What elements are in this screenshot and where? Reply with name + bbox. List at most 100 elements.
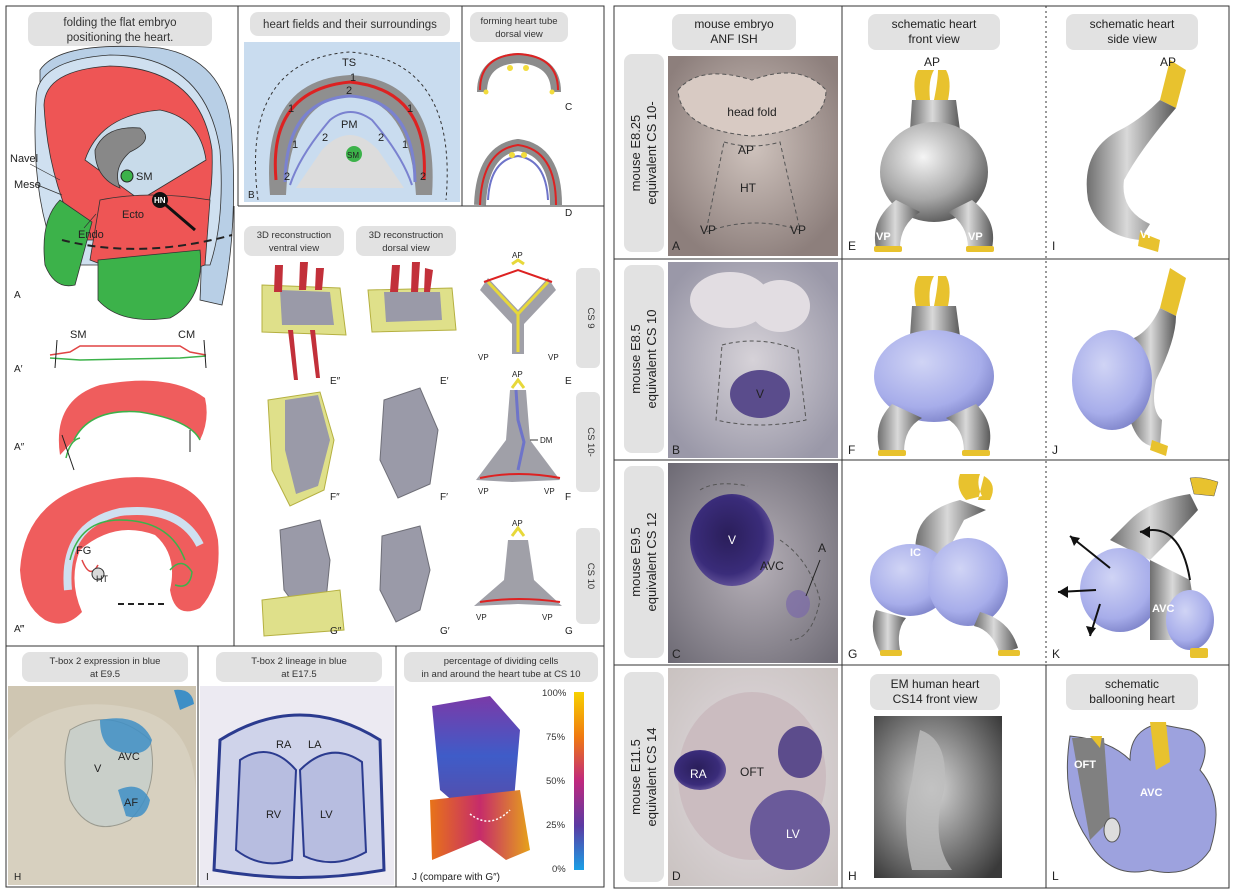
embryo-photo-A: head fold AP HT VP VP A [668, 56, 838, 256]
row-label-3: mouse E9.5 equivalent CS 12 [624, 466, 664, 658]
svg-text:1: 1 [288, 103, 294, 115]
svg-text:100%: 100% [542, 688, 567, 699]
cross-section-Atriple: FG HT A‴ [14, 477, 219, 635]
svg-text:at E9.5: at E9.5 [90, 669, 120, 680]
svg-text:TS: TS [342, 57, 356, 69]
svg-text:mouse E9.5: mouse E9.5 [628, 527, 643, 596]
schematic-heart-side-K: AVC K [1052, 478, 1218, 662]
svg-text:A″: A″ [14, 442, 25, 453]
svg-text:side view: side view [1107, 32, 1157, 46]
svg-text:C: C [672, 647, 681, 661]
caption-recon-ventral: 3D reconstruction ventral view [244, 226, 344, 256]
svg-text:AVC: AVC [1140, 787, 1162, 799]
row-label-4: mouse E11.5 equivalent CS 14 [624, 672, 664, 882]
svg-text:equivalent CS 10-: equivalent CS 10- [644, 101, 659, 204]
svg-text:VP: VP [1140, 229, 1155, 241]
svg-text:OFT: OFT [740, 765, 765, 779]
svg-text:AP: AP [512, 519, 523, 528]
svg-text:LV: LV [320, 809, 333, 821]
svg-text:CS 10-: CS 10- [585, 427, 596, 457]
schematic-heart-side-J: J [1052, 268, 1186, 457]
heart-tube-dorsal-D: D [480, 145, 572, 219]
header-embryo: mouse embryo ANF ISH [672, 14, 796, 50]
svg-text:Meso: Meso [14, 179, 41, 191]
svg-text:VP: VP [876, 231, 891, 243]
svg-text:CS 10: CS 10 [585, 563, 596, 589]
dividing-cells-heatmap: 100% 75% 50% 25% 0% J (compare with G″) [412, 688, 584, 883]
svg-text:E: E [565, 376, 572, 387]
svg-text:HN: HN [154, 196, 166, 205]
svg-text:C: C [565, 102, 572, 113]
svg-text:E″: E″ [330, 376, 341, 387]
recon-F-ventral: F″ [268, 392, 340, 506]
ballooning-heart-schematic: OFT AVC L [1052, 722, 1216, 883]
svg-text:schematic: schematic [1105, 677, 1159, 691]
svg-text:2: 2 [284, 171, 290, 183]
svg-text:H: H [848, 869, 857, 883]
svg-text:CM: CM [178, 329, 195, 341]
svg-text:LV: LV [786, 827, 800, 841]
svg-text:AVC: AVC [1152, 603, 1174, 615]
svg-text:J: J [1052, 443, 1058, 457]
tbox2-expression-photo: V AVC AF H [8, 686, 196, 885]
svg-text:AP: AP [512, 370, 523, 379]
svg-text:VP: VP [968, 231, 983, 243]
stage-tab-cs10minus: CS 10- [576, 392, 600, 492]
svg-text:VP: VP [478, 353, 489, 362]
svg-text:AP: AP [924, 55, 940, 69]
caption-recon-dorsal: 3D reconstruction dorsal view [356, 226, 456, 256]
svg-text:B: B [672, 443, 680, 457]
embryo-photo-D: RA OFT LV D [668, 668, 838, 886]
svg-text:25%: 25% [546, 820, 566, 831]
caption-balloon: schematic ballooning heart [1066, 674, 1198, 710]
row-label-2: mouse E8.5 equivalent CS 10 [624, 265, 664, 453]
caption-em: EM human heart CS14 front view [870, 674, 1000, 710]
svg-text:A: A [14, 290, 21, 301]
svg-text:AP: AP [1160, 55, 1176, 69]
svg-text:3D reconstruction: 3D reconstruction [369, 230, 443, 241]
embryo-folding-drawing: Navel Meso Ecto Endo SM HN A [10, 46, 234, 319]
stage-tab-cs9: CS 9 [576, 268, 600, 368]
svg-text:A: A [818, 541, 826, 555]
svg-text:I: I [1052, 239, 1055, 253]
svg-text:folding the flat embryo: folding the flat embryo [63, 17, 176, 29]
cross-section-Adouble: A″ [14, 381, 207, 470]
schema-F: DM AP VP VP F [476, 370, 571, 503]
svg-text:G″: G″ [330, 626, 342, 637]
svg-text:HT: HT [96, 574, 108, 584]
svg-text:mouse E8.25: mouse E8.25 [628, 115, 643, 192]
svg-text:1: 1 [292, 139, 298, 151]
schema-E: AP VP VP E [478, 251, 572, 387]
svg-text:VP: VP [544, 487, 555, 496]
svg-text:dorsal view: dorsal view [382, 243, 430, 254]
cross-section-Aprime: SM CM A′ [14, 329, 206, 375]
em-human-heart-photo: H [848, 716, 1002, 883]
svg-text:G: G [565, 626, 573, 637]
svg-text:AVC: AVC [760, 559, 784, 573]
svg-text:0%: 0% [552, 864, 566, 875]
svg-text:LA: LA [308, 739, 322, 751]
svg-text:SM: SM [347, 151, 359, 160]
svg-text:F: F [848, 443, 855, 457]
svg-text:mouse E8.5: mouse E8.5 [628, 324, 643, 393]
svg-text:IC: IC [910, 547, 921, 559]
svg-text:schematic heart: schematic heart [1090, 17, 1175, 31]
embryo-photo-B: V B [668, 262, 838, 458]
svg-text:Navel: Navel [10, 153, 38, 165]
svg-text:I: I [206, 872, 209, 883]
svg-text:AF: AF [124, 797, 138, 809]
svg-text:2: 2 [420, 171, 426, 183]
svg-text:D: D [672, 869, 681, 883]
caption-J: percentage of dividing cells in and arou… [404, 652, 598, 682]
row-label-1: mouse E8.25 equivalent CS 10- [624, 54, 664, 252]
svg-text:B: B [248, 190, 255, 201]
svg-text:DM: DM [540, 436, 553, 445]
tbox2-lineage-photo: RA LA RV LV I [200, 686, 394, 885]
caption-H: T-box 2 expression in blue at E9.5 [22, 652, 188, 682]
svg-text:1: 1 [402, 139, 408, 151]
svg-text:in and around the heart tube a: in and around the heart tube at CS 10 [422, 669, 581, 680]
svg-text:RA: RA [690, 767, 707, 781]
schematic-heart-front-E: AP VP VP E [848, 55, 994, 253]
svg-text:F″: F″ [330, 492, 340, 503]
recon-F-dorsal: F′ [380, 388, 448, 503]
